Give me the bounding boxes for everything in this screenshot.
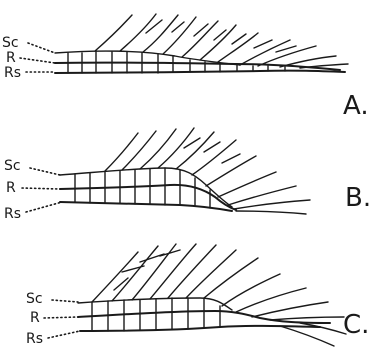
figure-label-a: A.: [343, 91, 369, 121]
wing-veins: [60, 128, 310, 214]
pointer-sc: [52, 300, 78, 302]
label-rs: Rs: [26, 331, 43, 347]
pointer-rs: [48, 331, 80, 338]
pointer-r: [22, 188, 60, 189]
label-r: R: [6, 50, 16, 66]
label-sc: Sc: [4, 158, 21, 174]
label-r: R: [30, 310, 40, 326]
figure-label-b: B.: [345, 183, 371, 213]
label-rs: Rs: [4, 206, 21, 222]
panel-c: Sc R Rs C.: [26, 244, 369, 347]
label-rs: Rs: [4, 65, 21, 81]
vein-sc: [78, 298, 232, 310]
label-sc: Sc: [26, 291, 43, 307]
pointer-rs: [26, 202, 62, 212]
vein-r: [55, 63, 340, 70]
wing-veins: [78, 244, 346, 346]
vein-rs: [55, 71, 345, 73]
pointer-sc: [28, 43, 55, 53]
panel-a: Sc R Rs: [2, 14, 369, 121]
label-sc: Sc: [2, 35, 19, 51]
pointer-r: [20, 58, 55, 63]
vein-rs: [60, 202, 232, 211]
wing-veins: [55, 14, 348, 73]
label-r: R: [6, 180, 16, 196]
pointer-sc: [30, 168, 60, 175]
panel-b: Sc R Rs B.: [4, 128, 371, 222]
figure-label-c: C.: [343, 310, 369, 340]
pointer-r: [44, 317, 78, 318]
